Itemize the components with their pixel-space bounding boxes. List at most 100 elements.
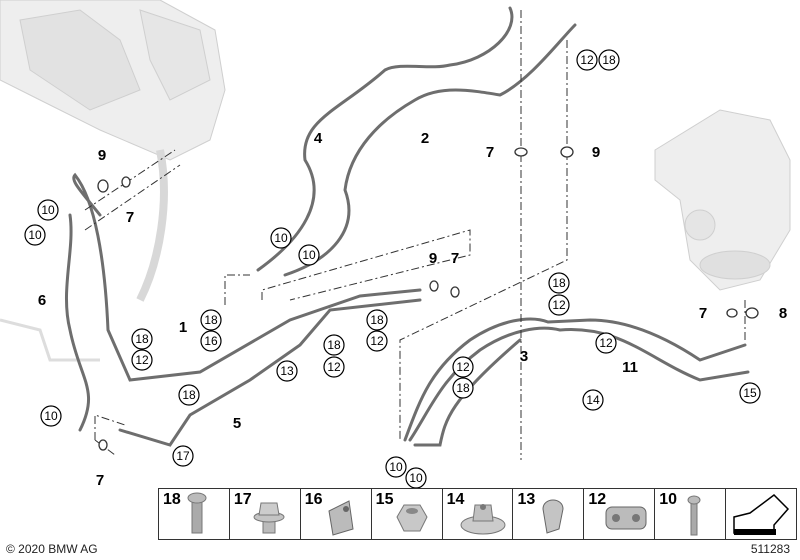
direction-arrow-icon [733,494,790,535]
callout-18: 18 [200,309,222,331]
callout-circle [548,294,570,316]
part-label-7: 7 [699,305,707,322]
pipe-2 [283,23,577,277]
callout-number: 18 [135,332,149,346]
callout-10: 10 [405,467,427,489]
part-label-7: 7 [96,472,104,489]
callout-18: 18 [323,334,345,356]
callout-number: 18 [552,276,566,290]
callout-circle [200,309,222,331]
callout-circle [548,272,570,294]
callout-number: 18 [182,388,196,402]
callout-circle [178,384,200,406]
callout-circle [739,382,761,404]
clip-nut-icon [328,500,354,536]
pipes [64,6,750,447]
callout-number: 18 [602,53,616,67]
callout-15: 15 [739,382,761,404]
part-label-9: 9 [98,147,106,164]
pipe-3b [408,326,750,442]
callout-circle [598,49,620,71]
callout-number: 12 [135,353,149,367]
callout-10: 10 [24,224,46,246]
callout-circle [582,389,604,411]
legend-item-13: 13 [513,489,585,539]
diagram-number: 511283 [750,542,790,556]
legend-item-14: 14 [443,489,514,539]
callout-number: 12 [456,360,470,374]
hvac-unit-left [0,0,226,362]
callout-number: 10 [389,460,403,474]
part-label-9: 9 [592,144,600,161]
callout-circle [131,349,153,371]
legend-item-arrow [726,489,796,539]
double-holder-icon [605,506,647,530]
part-label-7: 7 [451,250,459,267]
legend-number: 10 [659,491,678,508]
callout-14: 14 [582,389,604,411]
legend-number: 12 [588,491,607,508]
part-label-5: 5 [233,415,241,432]
flange-nut-icon [460,504,506,535]
pipe-4 [256,6,514,272]
callout-12: 12 [366,330,388,352]
callout-16: 16 [200,330,222,352]
part-label-2: 2 [421,130,429,147]
callout-number: 18 [456,381,470,395]
callout-12: 12 [576,49,598,71]
legend-number: 17 [233,491,252,508]
callout-10: 10 [37,199,59,221]
legend-item-16: 16 [301,489,372,539]
callout-circle [595,332,617,354]
callout-number: 13 [280,364,294,378]
pipe-1 [72,172,422,382]
callout-number: 14 [586,393,600,407]
legend-number: 13 [517,491,536,508]
callout-number: 12 [580,53,594,67]
callout-10: 10 [298,244,320,266]
callout-number: 10 [409,471,423,485]
callout-number: 12 [599,336,613,350]
part-label-7: 7 [486,144,494,161]
callout-12: 12 [452,356,474,378]
legend-number: 16 [304,491,323,508]
callout-circle [37,199,59,221]
callout-number: 10 [302,248,316,262]
pipe-5 [118,298,422,447]
callout-circle [323,356,345,378]
callout-circle [270,227,292,249]
callout-circle [172,445,194,467]
seals [97,146,759,451]
callout-circle [385,456,407,478]
part-label-3: 3 [520,348,528,365]
callout-number: 18 [327,338,341,352]
callout-number: 12 [552,298,566,312]
callout-circle [366,309,388,331]
callout-18: 18 [548,272,570,294]
legend-item-12: 12 [584,489,656,539]
callout-18: 18 [452,377,474,399]
collar-nut-icon [253,502,285,534]
part-label-11: 11 [622,359,638,376]
screw-icon [687,495,701,536]
hex-nut-icon [396,504,428,532]
callout-number: 10 [274,231,288,245]
callout-circle [276,360,298,382]
hvac-unit-right [654,109,791,291]
legend-number: 14 [446,491,465,508]
part-label-6: 6 [38,292,46,309]
callout-circle [323,334,345,356]
callout-number: 17 [176,449,190,463]
callout-circle [200,330,222,352]
callout-circle [452,356,474,378]
legend-number: 15 [375,491,394,508]
part-label-8: 8 [779,305,787,322]
callout-12: 12 [595,332,617,354]
callout-circle [452,377,474,399]
callout-10: 10 [40,405,62,427]
callout-18: 18 [366,309,388,331]
callout-10: 10 [385,456,407,478]
